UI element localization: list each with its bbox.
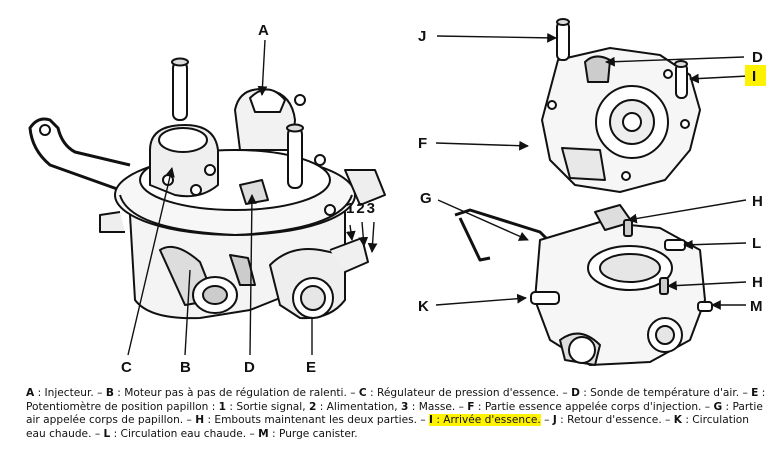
legend-key: D — [571, 387, 580, 399]
callout-h-top: H — [752, 193, 763, 210]
legend-entry: I : Arrivée d'essence. — [429, 414, 541, 427]
callout-e: E — [306, 359, 316, 376]
callout-a: A — [258, 22, 269, 39]
legend-text: : Partie air appelée corps de papillon. … — [26, 400, 763, 427]
legend-text: : Régulateur de pression d'essence. – — [366, 387, 572, 399]
legend-entry: 2 : Alimentation, — [309, 401, 401, 413]
legend-key: J — [552, 414, 557, 427]
legend-caption: A : Injecteur. – B : Moteur pas à pas de… — [26, 387, 766, 441]
legend-text: : Sonde de température d'air. – — [579, 387, 752, 399]
legend-entry: K : Circulation eau chaude. – — [26, 414, 749, 440]
legend-text: – — [540, 414, 553, 427]
legend-text: : Injecteur. – — [34, 387, 106, 399]
callout-f: F — [418, 135, 427, 152]
legend-key: 3 — [401, 400, 409, 413]
legend-entry: 1 : Sortie signal, — [219, 401, 309, 413]
callout-i: I — [752, 68, 756, 85]
injection-body-view — [541, 18, 701, 193]
legend-text: : Circulation eau chaude. – — [26, 414, 749, 440]
legend-key: 2 — [308, 400, 317, 413]
legend-key: F — [467, 400, 475, 413]
legend-entry: A : Injecteur. – — [26, 387, 106, 399]
legend-entry: C : Régulateur de pression d'essence. – — [359, 387, 571, 399]
legend-key: E — [751, 387, 759, 399]
legend-entry: E : Potentiomètre de position papillon : — [26, 387, 765, 413]
legend-text: : Alimentation, — [316, 400, 402, 413]
legend-text: : Embouts maintenant les deux parties. – — [204, 414, 429, 427]
legend-entry: H : Embouts maintenant les deux parties.… — [195, 414, 429, 426]
callout-l: L — [752, 235, 761, 252]
legend-text: : Potentiomètre de position papillon : — [26, 387, 766, 413]
technical-illustration: A C B D E 123 J D I F G H L H K M — [28, 18, 766, 376]
legend-entry: B : Moteur pas à pas de régulation de ra… — [106, 387, 359, 399]
legend-text: : Purge canister. — [268, 427, 358, 440]
legend-entry: G : Partie air appelée corps de papillon… — [26, 401, 763, 427]
callout-d-right: D — [752, 49, 763, 66]
callout-g: G — [420, 190, 432, 207]
legend-key: G — [713, 400, 723, 413]
callout-m: M — [750, 298, 763, 315]
legend-text: : Moteur pas à pas de régulation de rale… — [113, 387, 359, 399]
legend-entry: D : Sonde de température d'air. – — [571, 387, 751, 399]
legend-text: : Sortie signal, — [226, 400, 309, 413]
legend-key: C — [358, 387, 367, 399]
throttle-body-view — [454, 204, 713, 366]
legend-entry: F : Partie essence appelée corps d'injec… — [467, 401, 713, 413]
legend-key: H — [195, 414, 205, 427]
callout-k: K — [418, 298, 429, 315]
callout-j: J — [418, 28, 426, 45]
callout-pins-123: 123 — [346, 200, 377, 217]
left-throttle-body-assembly — [28, 57, 386, 320]
legend-entry: J : Retour d'essence. – — [553, 414, 674, 426]
legend-text: : Partie essence appelée corps d'injecti… — [474, 400, 714, 413]
legend-key: 1 — [218, 400, 227, 413]
legend-key: B — [105, 387, 114, 399]
legend-text: : Arrivée d'essence. — [432, 414, 541, 427]
callout-c: C — [121, 359, 132, 376]
legend-key: K — [673, 414, 682, 427]
legend-entry: L : Circulation eau chaude. – — [103, 428, 258, 440]
legend-entry: – — [541, 414, 553, 426]
callout-labels: A C B D E 123 J D I F G H L H K M — [121, 22, 766, 376]
legend-entry: 3 : Masse. – — [401, 401, 467, 413]
legend-key: I — [429, 414, 433, 427]
legend-key: L — [103, 427, 111, 440]
highlight-marker-i — [745, 65, 766, 86]
callout-h-bottom: H — [752, 274, 763, 291]
drawing-canvas: A C B D E 123 J D I F G H L H K M — [28, 18, 766, 376]
legend-key: A — [26, 387, 35, 399]
callout-d-left: D — [244, 359, 255, 376]
legend-entry: M : Purge canister. — [258, 428, 357, 440]
leader-lines — [127, 32, 749, 356]
callout-b: B — [180, 359, 191, 376]
legend-text: : Retour d'essence. – — [556, 414, 674, 427]
legend-key: M — [258, 427, 269, 440]
legend-text: : Circulation eau chaude. – — [110, 427, 259, 440]
legend-text: : Masse. – — [408, 400, 468, 413]
